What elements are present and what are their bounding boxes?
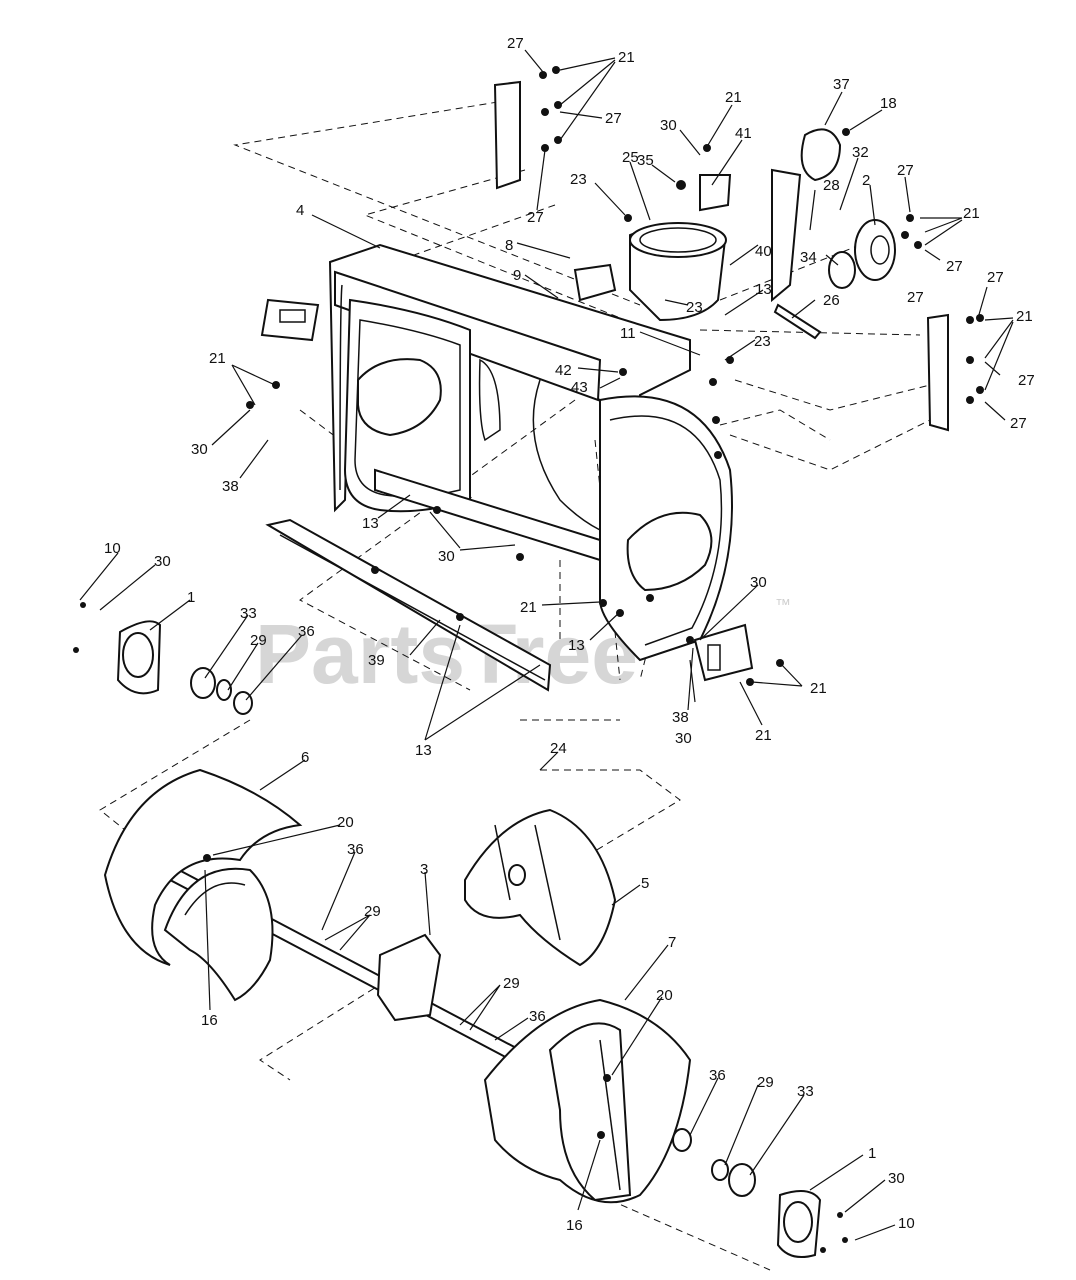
callout: 27	[907, 289, 924, 306]
callout: 39	[368, 652, 385, 669]
left-spacers	[190, 667, 253, 715]
callout: 23	[686, 299, 703, 316]
callout: 36	[298, 623, 315, 640]
watermark-trademark: ™	[775, 597, 791, 614]
callout: 43	[571, 379, 588, 396]
callout: 27	[1010, 415, 1027, 432]
callout: 30	[660, 117, 677, 134]
callout: 42	[555, 362, 572, 379]
callout: 4	[296, 202, 304, 219]
housing-part	[328, 243, 733, 662]
callout: 16	[566, 1217, 583, 1234]
callout: 38	[222, 478, 239, 495]
callout: 32	[852, 144, 869, 161]
alignment-lines-lower	[99, 719, 771, 1271]
callout: 29	[757, 1074, 774, 1091]
callout: 30	[750, 574, 767, 591]
callout: 13	[362, 515, 379, 532]
callout: 30	[675, 730, 692, 747]
callout: 27	[987, 269, 1004, 286]
callout: 36	[709, 1067, 726, 1084]
callout: 27	[527, 209, 544, 226]
callout: 3	[420, 861, 428, 878]
callout: 29	[503, 975, 520, 992]
callout: 28	[823, 177, 840, 194]
callout: 36	[347, 841, 364, 858]
callout: 20	[337, 814, 354, 831]
callout: 21	[520, 599, 537, 616]
callout: 21	[618, 49, 635, 66]
callout: 9	[513, 267, 521, 284]
callout: 33	[797, 1083, 814, 1100]
scraper-bar	[265, 518, 552, 692]
callout: 27	[946, 258, 963, 275]
left-plates	[116, 298, 320, 695]
callout: 1	[868, 1145, 876, 1162]
callout: 29	[250, 632, 267, 649]
callout: 27	[507, 35, 524, 52]
callout: 21	[209, 350, 226, 367]
callout: 27	[605, 110, 622, 127]
callout-labels: 27 21 27 27 21 30 41 37 18 25 35 23 32 2…	[104, 35, 1035, 1234]
callout: 16	[201, 1012, 218, 1029]
callout: 35	[637, 152, 654, 169]
callout: 34	[800, 249, 817, 266]
callout: 36	[529, 1008, 546, 1025]
gear-housing	[376, 808, 617, 1022]
callout: 38	[672, 709, 689, 726]
callout: 29	[364, 903, 381, 920]
callout: 23	[570, 171, 587, 188]
callout: 20	[656, 987, 673, 1004]
callout: 1	[187, 589, 195, 606]
chute-part	[573, 174, 732, 322]
callout: 24	[550, 740, 567, 757]
callout: 21	[725, 89, 742, 106]
callout: 33	[240, 605, 257, 622]
callout: 37	[833, 76, 850, 93]
callout: 13	[568, 637, 585, 654]
callout: 13	[755, 281, 772, 298]
callout: 18	[880, 95, 897, 112]
callout: 21	[1016, 308, 1033, 325]
left-auger	[103, 768, 303, 1002]
callout: 30	[191, 441, 208, 458]
right-spacers	[672, 1128, 822, 1258]
callout: 10	[104, 540, 121, 557]
callout: 30	[888, 1170, 905, 1187]
callout: 27	[897, 162, 914, 179]
callout: 21	[963, 205, 980, 222]
right-auger	[483, 998, 692, 1204]
callout: 40	[755, 243, 772, 260]
leader-lines	[79, 49, 1014, 1241]
callout: 25	[622, 149, 639, 166]
callout: 21	[755, 727, 772, 744]
callout: 30	[438, 548, 455, 565]
callout: 27	[1018, 372, 1035, 389]
callout: 13	[415, 742, 432, 759]
callout: 11	[620, 325, 636, 342]
callout: 6	[301, 749, 309, 766]
callout: 26	[823, 292, 840, 309]
callout: 5	[641, 875, 649, 892]
callout: 41	[735, 125, 752, 142]
callout: 7	[668, 934, 676, 951]
callout: 30	[154, 553, 171, 570]
upper-right-parts	[493, 80, 949, 432]
callout: 23	[754, 333, 771, 350]
callout: 21	[810, 680, 827, 697]
callout: 8	[505, 237, 513, 254]
callout: 2	[862, 172, 870, 189]
right-plate	[693, 623, 754, 682]
callout: 10	[898, 1215, 915, 1232]
